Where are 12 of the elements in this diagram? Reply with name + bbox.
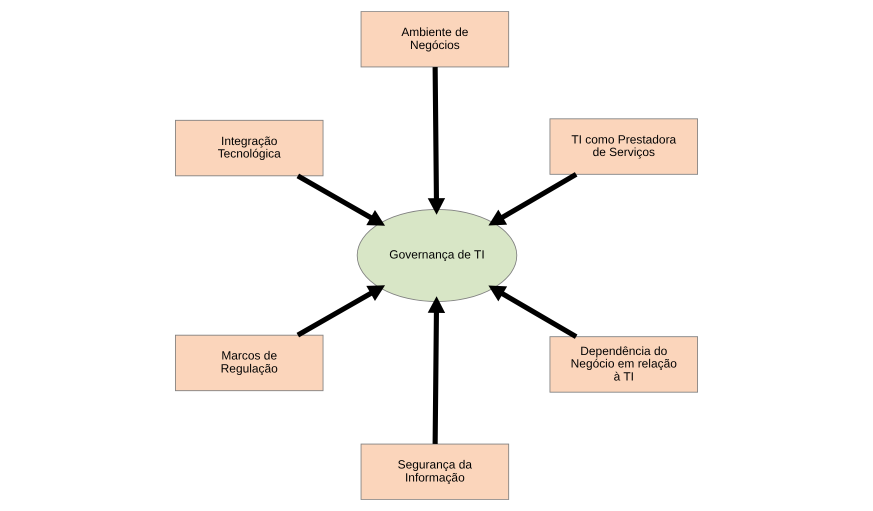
arrow: [428, 67, 446, 215]
node-box: Ambiente de Negócios: [360, 11, 510, 68]
arrow: [488, 172, 578, 226]
node-box: Marcos de Regulação: [174, 334, 324, 392]
arrow: [296, 285, 386, 338]
arrow: [488, 286, 578, 339]
node-box: Segurança da Informação: [360, 444, 510, 500]
node-box: Integração Tecnológica: [174, 120, 324, 176]
node-box: TI como Prestadora de Serviços: [550, 118, 698, 175]
node-box: Dependência do Negócio em relação à TI: [550, 336, 698, 393]
arrow: [296, 174, 386, 226]
arrow: [428, 296, 446, 444]
